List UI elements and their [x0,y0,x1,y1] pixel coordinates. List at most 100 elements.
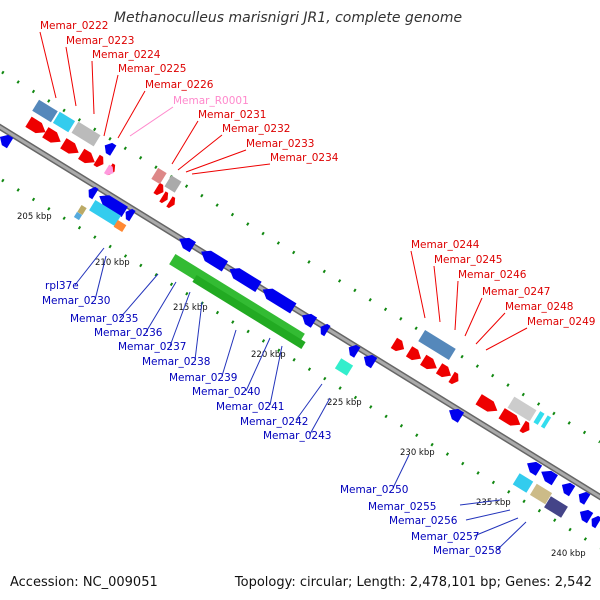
reverse-gene-arrow[interactable] [346,342,361,358]
gene-label[interactable]: Memar_0240 [192,386,260,398]
reverse-gene-arrow[interactable] [446,405,465,423]
reverse-gene-arrow[interactable] [317,322,331,337]
leader-line [177,134,223,171]
gene-label[interactable]: Memar_0233 [246,138,314,150]
gene-label[interactable]: Memar_0226 [145,79,214,91]
gene-label[interactable]: Memar_0241 [216,401,284,413]
gene-function-box[interactable] [113,219,127,233]
gene-label[interactable]: Memar_0258 [433,545,501,557]
forward-gene-arrow[interactable] [159,191,170,204]
tick-label-215: 215 kbp [173,303,208,313]
gene-function-box[interactable] [71,121,101,147]
gene-function-box[interactable] [507,396,537,422]
gene-function-box[interactable] [418,330,456,360]
gene-label[interactable]: Memar_0236 [94,327,163,339]
gene-function-box[interactable] [529,483,553,505]
leader-line [171,120,199,165]
gene-label[interactable]: Memar_0231 [198,109,266,121]
forward-gene-arrow[interactable] [435,363,454,381]
reverse-gene-arrow[interactable] [559,480,576,497]
rrna-feature[interactable] [103,164,116,178]
rna-label[interactable]: Memar_R0001 [173,95,249,107]
gene-label[interactable]: Memar_0244 [411,239,480,251]
gene-label[interactable]: Memar_0239 [169,372,237,384]
leader-line [91,60,95,115]
reverse-gene-arrow[interactable] [226,264,262,293]
reverse-gene-arrow[interactable] [176,234,196,253]
leader-line [245,337,271,392]
forward-gene-arrow[interactable] [390,337,408,355]
gene-label[interactable]: Memar_0246 [458,269,527,281]
reverse-gene-arrow[interactable] [102,140,117,156]
gene-function-box[interactable] [512,473,534,493]
forward-gene-arrow[interactable] [448,371,461,386]
gene-label[interactable]: Memar_0234 [270,152,339,164]
gene-label[interactable]: Memar_0245 [434,254,502,266]
gene-label[interactable]: rpl37e [45,280,79,292]
leader-line [485,327,528,351]
gene-function-box[interactable] [544,496,568,518]
forward-gene-arrow[interactable] [25,116,48,138]
reverse-gene-arrow[interactable] [361,352,378,369]
reverse-gene-arrow[interactable] [577,507,594,524]
gene-label[interactable]: Memar_0224 [92,49,161,61]
gene-function-box[interactable] [334,358,354,376]
reverse-gene-arrow[interactable] [524,458,543,476]
gene-label[interactable]: Memar_0242 [240,416,308,428]
gene-function-box[interactable] [52,111,76,133]
reverse-gene-arrow[interactable] [260,284,297,314]
gene-label[interactable]: Memar_0238 [142,356,210,368]
topology-text: Topology: circular; Length: 2,478,101 bp… [234,575,592,590]
gene-label[interactable]: Memar_0222 [40,20,108,32]
accession-text: Accession: NC_009051 [10,575,158,590]
gene-label[interactable]: Memar_0257 [411,531,479,543]
gene-function-box[interactable] [77,205,87,215]
forward-gene-arrow[interactable] [498,408,523,430]
gene-function-box[interactable] [73,211,83,221]
gene-label[interactable]: Memar_0230 [42,295,110,307]
gene-label[interactable]: Memar_0250 [340,484,408,496]
gene-label[interactable]: Memar_0247 [482,286,550,298]
gene-function-box[interactable] [89,200,121,226]
reverse-gene-arrow[interactable] [122,207,136,222]
labels-forward-strand: Memar_0222 Memar_0223 Memar_0224 Memar_0… [40,20,595,328]
map-title: Methanoculleus marisnigri JR1, complete … [114,10,462,26]
reverse-gene-arrow[interactable] [85,185,99,200]
gene-label[interactable]: Memar_0243 [263,430,331,442]
gene-function-box[interactable] [164,175,182,193]
reverse-gene-arrow[interactable] [0,132,14,149]
forward-gene-arrow[interactable] [93,154,106,169]
reverse-gene-arrow[interactable] [588,514,600,529]
reverse-gene-arrow[interactable] [576,489,591,505]
leader-line [459,499,501,506]
forward-gene-arrow[interactable] [475,394,500,416]
gene-label[interactable]: Memar_0249 [527,316,595,328]
forward-gene-arrow[interactable] [153,182,166,197]
reverse-gene-arrow[interactable] [198,247,229,272]
forward-gene-arrow[interactable] [519,420,532,435]
forward-gene-arrow[interactable] [166,196,177,209]
gene-label[interactable]: Memar_0256 [389,515,458,527]
gene-label[interactable]: Memar_0225 [118,63,186,75]
reverse-gene-arrow[interactable] [299,310,318,328]
forward-gene-arrow[interactable] [60,138,82,158]
forward-gene-arrow[interactable] [405,346,424,364]
gene-label[interactable]: Memar_0237 [118,341,186,353]
reverse-gene-arrow[interactable] [96,191,128,217]
gene-label[interactable]: Memar_0232 [222,123,290,135]
gene-function-box[interactable] [533,411,545,425]
labels-reverse-strand: rpl37e Memar_0230 Memar_0235 Memar_0236 … [42,280,501,557]
gene-label[interactable]: Memar_0255 [368,501,436,513]
forward-gene-arrow[interactable] [78,148,98,168]
gene-function-box-green[interactable] [192,275,306,349]
forward-gene-arrow[interactable] [42,127,64,147]
gene-function-box[interactable] [540,415,552,429]
gene-label[interactable]: Memar_0248 [505,301,573,313]
reverse-gene-arrow[interactable] [538,467,558,486]
forward-gene-arrow[interactable] [420,354,440,374]
gene-label[interactable]: Memar_0223 [66,35,134,47]
gene-function-box[interactable] [151,167,167,185]
gene-label[interactable]: Memar_0235 [70,313,138,325]
gene-function-box[interactable] [32,99,58,123]
